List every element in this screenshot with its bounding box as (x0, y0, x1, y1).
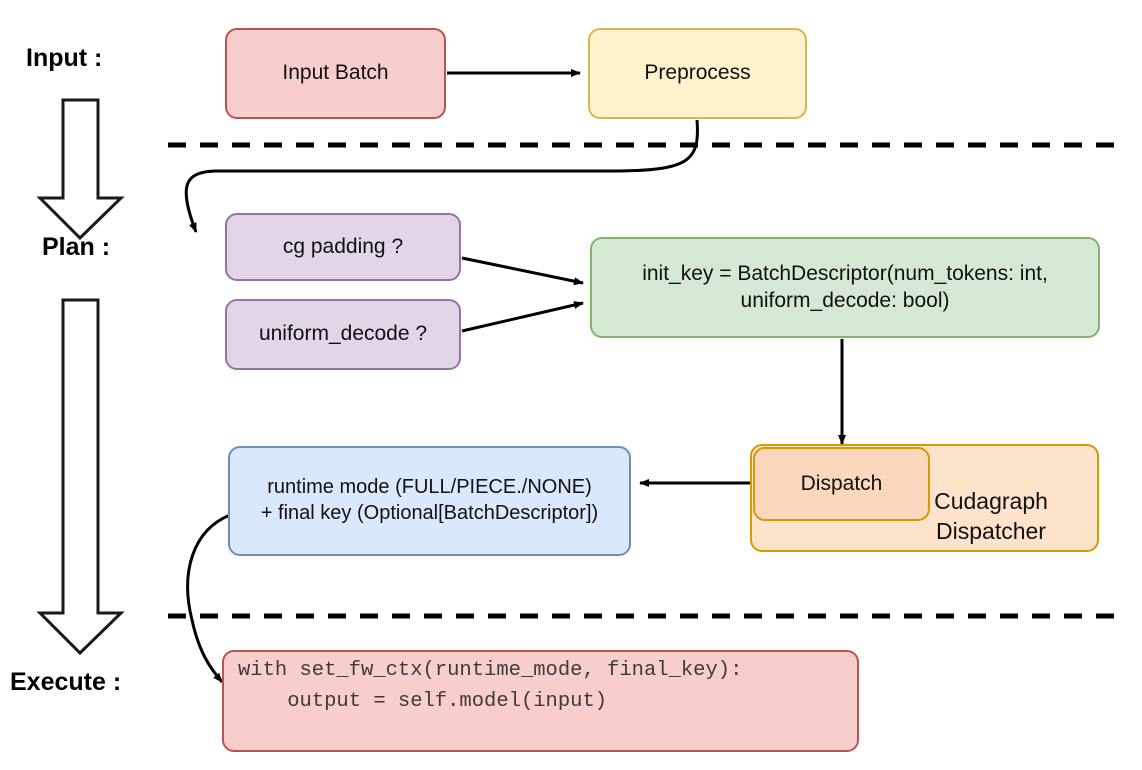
node-uniform-decode[interactable]: uniform_decode ? (225, 299, 461, 370)
node-init-key[interactable]: init_key = BatchDescriptor(num_tokens: i… (590, 237, 1100, 338)
node-dispatch-label: Dispatch (800, 471, 883, 495)
node-cg-padding-label: cg padding ? (282, 234, 404, 258)
node-cg-padding[interactable]: cg padding ? (225, 213, 461, 281)
node-input-batch[interactable]: Input Batch (225, 28, 446, 119)
node-execute-code-line2: output = self.model(input) (238, 689, 608, 713)
node-init-key-line2: uniform_decode: bool) (740, 288, 950, 312)
node-init-key-line1: init_key = BatchDescriptor(num_tokens: i… (642, 261, 1048, 285)
node-dispatch[interactable]: Dispatch (753, 447, 930, 521)
node-input-batch-label: Input Batch (282, 61, 389, 85)
stage-label-plan: Plan : (42, 233, 111, 261)
node-cudagraph-dispatcher-line2: Dispatcher (936, 517, 1046, 544)
arrow-cg-padding-to-init-key (461, 256, 584, 286)
node-runtime-mode-line1: runtime mode (FULL/PIECE./NONE) (267, 476, 592, 499)
input-to-plan-block-arrow (36, 98, 125, 241)
node-uniform-decode-label: uniform_decode ? (258, 322, 428, 346)
node-runtime-mode-line2: + final key (Optional[BatchDescriptor]) (260, 502, 599, 524)
arrow-uniform-decode-to-init-key (461, 301, 584, 333)
node-preprocess-label: Preprocess (644, 61, 751, 85)
stage-label-input: Input : (26, 44, 103, 72)
node-execute-code-line1: with set_fw_ctx(runtime_mode, final_key)… (238, 659, 743, 682)
node-execute-code[interactable]: with set_fw_ctx(runtime_mode, final_key)… (222, 650, 859, 752)
plan-to-execute-block-arrow (36, 298, 125, 656)
stage-label-execute: Execute : (10, 668, 122, 696)
node-cudagraph-dispatcher-line1: Cudagraph (934, 488, 1048, 515)
node-preprocess[interactable]: Preprocess (588, 28, 807, 119)
node-runtime-mode[interactable]: runtime mode (FULL/PIECE./NONE) + final … (228, 446, 631, 556)
